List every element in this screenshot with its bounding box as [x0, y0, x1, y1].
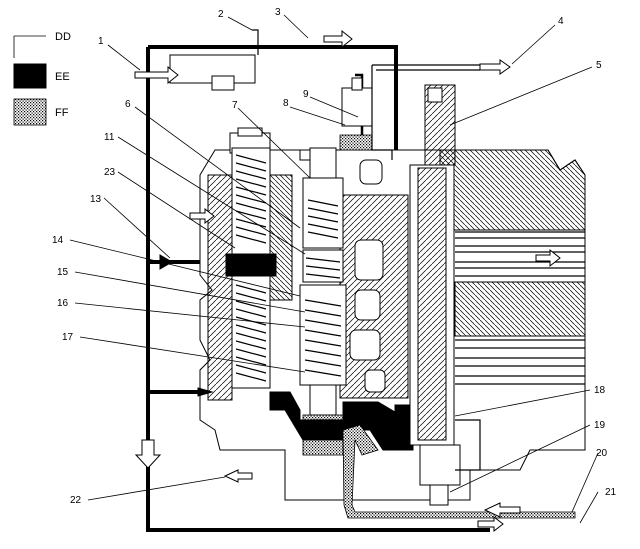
drain-arrow-icon — [223, 469, 253, 483]
callout-19: 19 — [594, 420, 606, 431]
callout-3: 3 — [275, 7, 281, 18]
outlet-arrow-icon — [479, 59, 511, 75]
callout-4: 4 — [558, 16, 564, 27]
inlet-arrow-icon — [134, 65, 179, 85]
callout-1: 1 — [98, 36, 104, 47]
pilot-arrow-icon — [189, 207, 215, 225]
drain-passage — [339, 134, 576, 519]
callout-23: 23 — [104, 167, 116, 178]
legend-swatch-solid — [13, 63, 47, 89]
callout-21: 21 — [605, 487, 617, 498]
legend-label-ff: FF — [55, 107, 69, 119]
flow-arrows — [134, 29, 561, 533]
top-flow-arrow-icon — [323, 29, 353, 49]
callout-13: 13 — [90, 194, 102, 205]
bottom-arrow-right-icon — [477, 515, 504, 533]
callout-8: 8 — [283, 98, 289, 109]
callout-14: 14 — [52, 235, 64, 246]
right-piston — [409, 84, 481, 506]
legend-label-dd: DD — [55, 31, 71, 43]
left-spring-spool — [225, 147, 277, 389]
callout-labels: 1 2 3 4 5 6 7 8 9 11 23 13 14 15 16 17 1… — [52, 7, 617, 506]
callout-17: 17 — [62, 332, 74, 343]
down-arrow-icon — [134, 439, 162, 469]
legend-label-ee: EE — [55, 71, 70, 83]
callout-9: 9 — [303, 89, 309, 100]
top-pilot-valve — [341, 64, 480, 160]
inlet-block — [169, 29, 259, 91]
callout-6: 6 — [125, 99, 131, 110]
left-spool-land — [225, 253, 277, 277]
callout-22: 22 — [70, 495, 82, 506]
callout-15: 15 — [57, 267, 69, 278]
return-arrow-icon — [197, 387, 214, 397]
legend-item-dd: DD — [13, 31, 71, 58]
legend-item-ee: EE — [13, 63, 70, 89]
legend-swatch-stipple — [13, 98, 47, 126]
callout-20: 20 — [596, 448, 608, 459]
legend-item-ff: FF — [13, 98, 69, 126]
leader-lines — [69, 14, 599, 524]
callout-18: 18 — [594, 385, 606, 396]
right-flow-arrow-icon — [535, 248, 561, 268]
callout-11: 11 — [104, 132, 115, 143]
legend: DD EE FF — [13, 31, 71, 126]
callout-7: 7 — [232, 100, 238, 111]
callout-2: 2 — [218, 9, 224, 20]
bottom-arrow-left-icon — [483, 502, 521, 518]
callout-5: 5 — [596, 60, 602, 71]
callout-16: 16 — [57, 298, 69, 309]
